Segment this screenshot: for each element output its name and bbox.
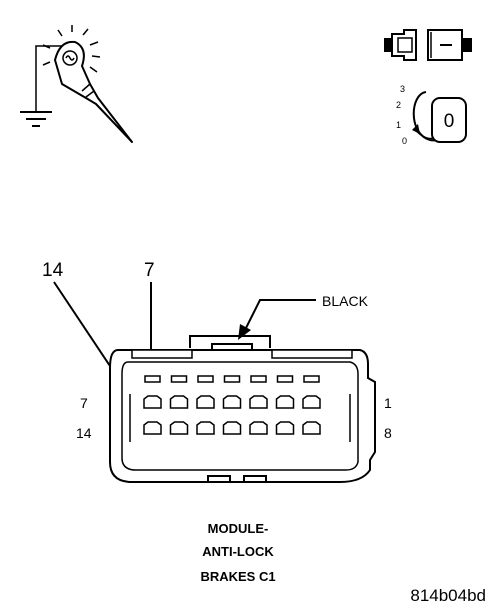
connector-cavity bbox=[169, 421, 189, 435]
ignition-position-0: 0 bbox=[402, 136, 407, 146]
connector-cavity bbox=[302, 395, 321, 409]
connector-key-slots bbox=[144, 375, 320, 383]
connector-cavities bbox=[143, 395, 321, 435]
connector-key-slot bbox=[223, 375, 241, 383]
title-line-1: MODULE- bbox=[208, 521, 269, 536]
callout-cavity-14: 14 bbox=[42, 260, 64, 281]
connector-cavity bbox=[222, 395, 242, 409]
figure-reference: 814b04bd bbox=[410, 586, 486, 605]
connector-cavity bbox=[169, 395, 189, 409]
row1-left-label: 7 bbox=[80, 395, 88, 411]
connector-key-slot bbox=[276, 375, 294, 383]
connector-cavity bbox=[249, 395, 268, 409]
connector-cavity bbox=[275, 421, 295, 435]
callout-color-label: BLACK bbox=[322, 293, 369, 309]
row2-left-label: 14 bbox=[76, 425, 92, 441]
connector-cavity bbox=[275, 395, 295, 409]
connector-cavity bbox=[222, 421, 242, 435]
connector-cavity bbox=[143, 421, 162, 435]
connector-body bbox=[109, 335, 376, 483]
connector-key-slot bbox=[170, 375, 188, 383]
ignition-position-1: 1 bbox=[396, 120, 401, 130]
connector-cavity bbox=[196, 395, 215, 409]
ignition-position-3: 3 bbox=[400, 84, 405, 94]
connector-cavity bbox=[196, 421, 215, 435]
ignition-key-icon: 0 3 2 1 0 bbox=[396, 84, 467, 146]
test-light-probe-icon bbox=[35, 25, 133, 143]
row2-right-label: 8 bbox=[384, 425, 392, 441]
connector-cavity bbox=[249, 421, 268, 435]
connector-cavity bbox=[302, 421, 321, 435]
connector-cavity bbox=[143, 395, 162, 409]
connector-key-slot bbox=[303, 375, 320, 383]
connector-key-slot bbox=[197, 375, 214, 383]
title-line-2: ANTI-LOCK bbox=[202, 544, 274, 559]
connector-key-slot bbox=[250, 375, 267, 383]
connector-key-slot bbox=[144, 375, 161, 383]
disconnected-connector-icon bbox=[384, 29, 472, 61]
callout-cavity-7: 7 bbox=[144, 260, 155, 281]
title-line-3: BRAKES C1 bbox=[200, 569, 275, 584]
ignition-position-2: 2 bbox=[396, 100, 401, 110]
row1-right-label: 1 bbox=[384, 395, 392, 411]
ground-icon bbox=[20, 111, 52, 127]
ignition-key-label: 0 bbox=[444, 111, 455, 132]
